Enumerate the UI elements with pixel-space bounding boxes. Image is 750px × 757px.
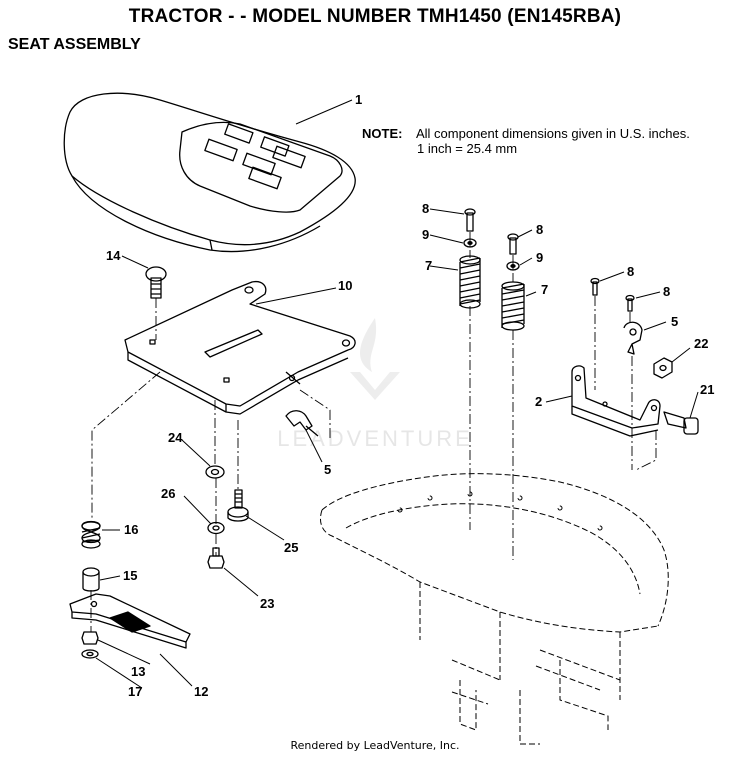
- callout-26: 26: [161, 486, 175, 501]
- clip-part-right: [623, 321, 643, 355]
- carriage-bolt-part: [145, 266, 167, 299]
- callout-8-d: 8: [663, 284, 670, 299]
- seat-pan-part: [124, 280, 356, 415]
- callout-25: 25: [284, 540, 298, 555]
- bushing-part: [82, 567, 100, 592]
- washer-part-24: [205, 465, 225, 479]
- callout-8-a: 8: [422, 201, 429, 216]
- bolt-part-8-a: [464, 208, 476, 232]
- watermark-logo: LEADVENTURE: [277, 318, 473, 451]
- seat-part: [63, 92, 356, 253]
- note-label: NOTE:: [362, 126, 403, 141]
- dimension-note: NOTE: All component dimensions given in U…: [362, 126, 690, 156]
- page-title: TRACTOR - - MODEL NUMBER TMH1450 (EN145R…: [128, 6, 622, 27]
- bracket-part: [571, 365, 661, 437]
- spring-part-16: [81, 520, 101, 549]
- callout-2: 2: [535, 394, 542, 409]
- callout-10: 10: [338, 278, 352, 293]
- callout-5-right: 5: [671, 314, 678, 329]
- tractor-fender-outline: [319, 473, 669, 745]
- callout-7-a: 7: [425, 258, 432, 273]
- hinge-plate-part: [69, 593, 191, 649]
- callout-8-b: 8: [536, 222, 543, 237]
- bolt-part-8-d: [625, 294, 635, 312]
- callout-8-c: 8: [627, 264, 634, 279]
- callout-24: 24: [168, 430, 183, 445]
- alignment-lines: [90, 232, 657, 632]
- callout-23: 23: [260, 596, 274, 611]
- callout-12: 12: [194, 684, 208, 699]
- callout-9-b: 9: [536, 250, 543, 265]
- callout-16: 16: [124, 522, 138, 537]
- callout-13: 13: [131, 664, 145, 679]
- watermark-text: LEADVENTURE: [277, 426, 473, 451]
- spring-part-7-b: [501, 281, 525, 331]
- note-line1: All component dimensions given in U.S. i…: [416, 126, 690, 141]
- callout-21: 21: [700, 382, 714, 397]
- callout-9-a: 9: [422, 227, 429, 242]
- callout-5-left: 5: [324, 462, 331, 477]
- leader-lines: [95, 99, 699, 689]
- spring-part-7-a: [459, 255, 481, 309]
- callout-17: 17: [128, 684, 142, 699]
- hex-nut-part-23: [207, 547, 225, 569]
- callout-22: 22: [694, 336, 708, 351]
- callout-14: 14: [106, 248, 121, 263]
- section-title: SEAT ASSEMBLY: [8, 36, 141, 53]
- callout-7-b: 7: [541, 282, 548, 297]
- callout-labels: 1 14 10 5 24 26 25 16 15 23 13 17 12 8 9…: [106, 92, 714, 699]
- shoulder-bolt-part: [227, 489, 249, 522]
- clip-part-left: [285, 410, 319, 437]
- bolt-part-8-b: [507, 233, 519, 255]
- note-line2: 1 inch = 25.4 mm: [417, 141, 518, 156]
- bolt-part-21: [663, 411, 699, 435]
- washer-part-17: [81, 649, 99, 659]
- footer-credit: Rendered by LeadVenture, Inc.: [290, 739, 460, 752]
- callout-15: 15: [123, 568, 137, 583]
- callout-1: 1: [355, 92, 362, 107]
- nut-part-22: [653, 357, 673, 379]
- nut-part-13: [81, 631, 99, 645]
- bolt-part-8-c: [590, 277, 600, 296]
- washer-part-26: [207, 521, 225, 535]
